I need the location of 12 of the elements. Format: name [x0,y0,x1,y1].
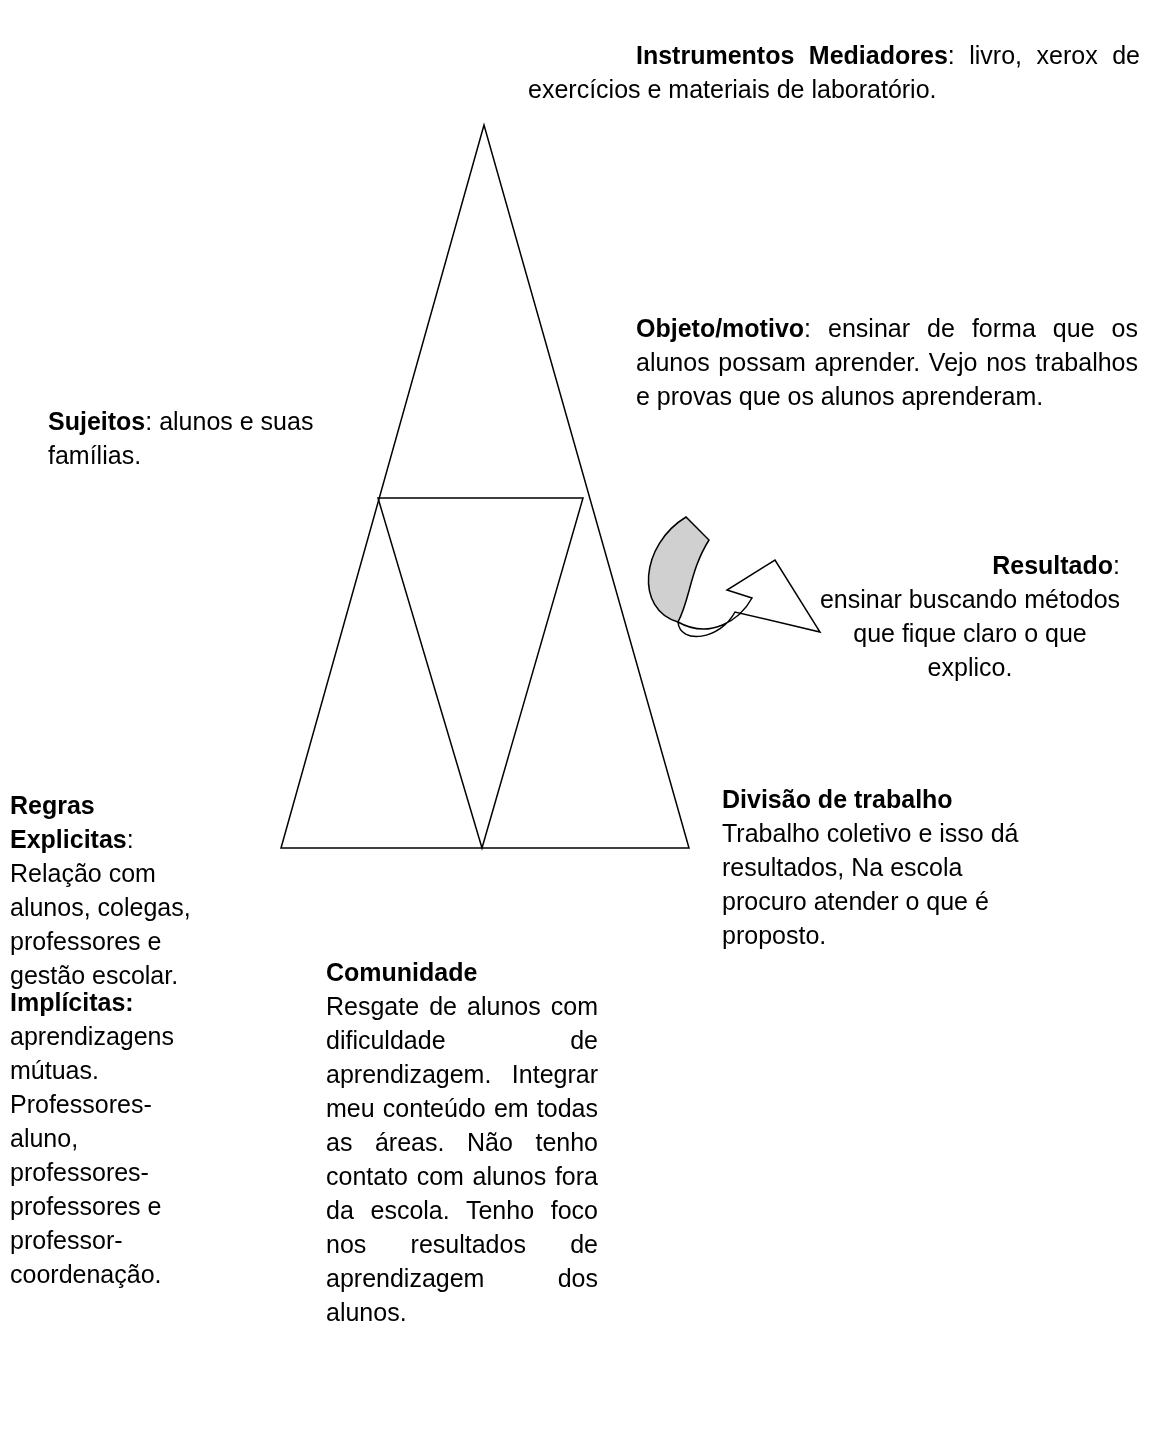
division-heading: Divisão de trabalho [722,784,954,815]
community-heading: Comunidade [326,957,479,988]
mediating-tools-text: Instrumentos Mediadores: livro, xerox de exercícios e materiais de laboratório. [528,40,1140,105]
division-text: Trabalho coletivo e isso dá resultados, Na escola procuro atender o que é proposto. [722,818,1020,951]
subjects-text: Sujeitos: alunos e suas famílias. [48,406,315,471]
object-text: Objeto/motivo: ensinar de forma que os alunos possam aprender. Vejo nos trabalhos e provas que os alunos aprenderam. [636,313,1138,412]
rules-text: Regras Explicitas: Relação com alunos, colegas, professores e gestão escolar. [10,790,192,991]
outcome-heading: Resultado: [991,550,1120,581]
community-text: Resgate de alunos com dificuldade de aprendizagem. Integrar meu conteúdo em todas as áreas. Não tenho contato com alunos fora da escola. Tenho foco nos resultados de aprendizagem dos alunos. [326,991,598,1328]
implicit-text: aprendizagens mútuas. Professores-aluno, professores-professores e professor-coordenação. [10,1021,175,1290]
implicit-heading: Implícitas: [10,988,135,1018]
outcome-text: ensinar buscando métodos que fique claro o que explico. [818,584,1122,683]
